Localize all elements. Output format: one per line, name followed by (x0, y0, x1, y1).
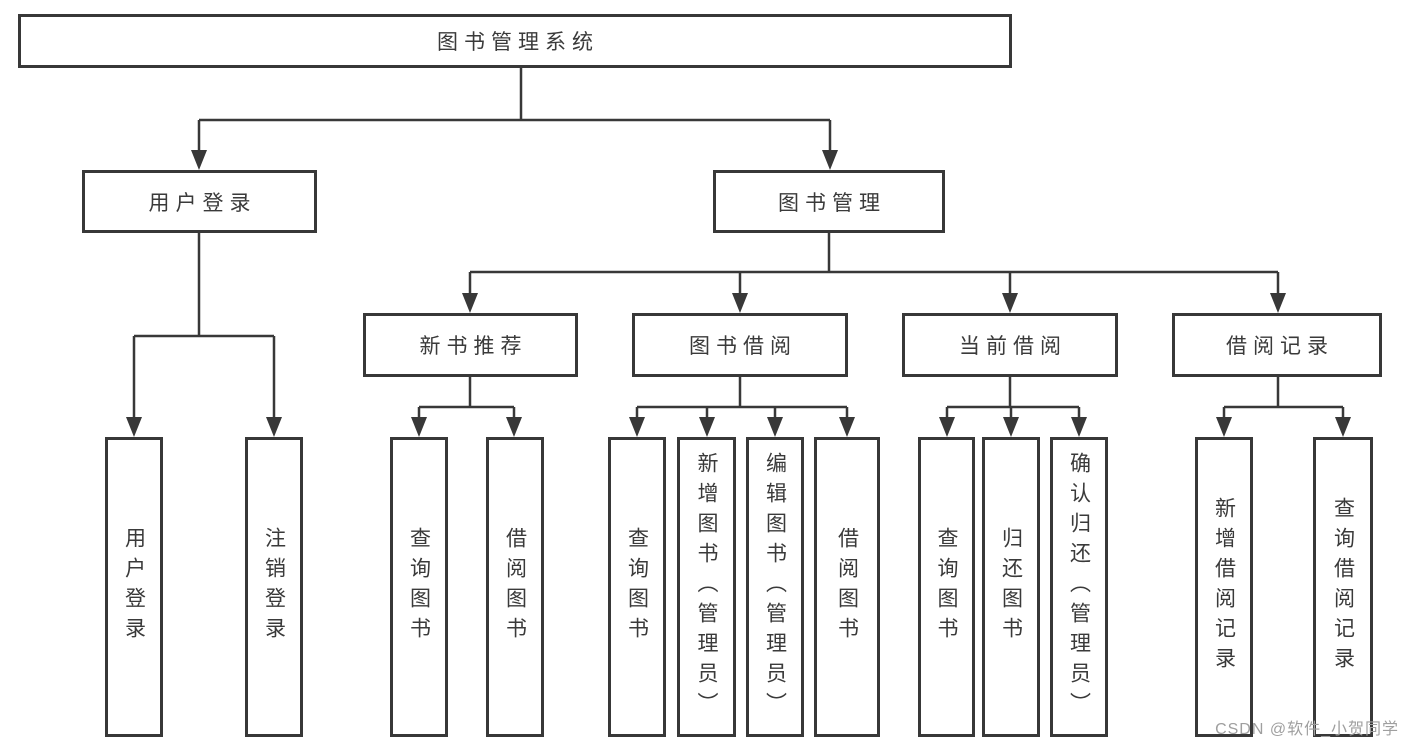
node-borrow-records: 借阅记录 (1172, 313, 1382, 377)
leaf-logout-label: 注销登录 (262, 527, 286, 647)
leaf-borrow-books: 借阅图书 (814, 437, 880, 737)
leaf-add-books-admin: 新增图书（管理员） (677, 437, 736, 737)
node-book-management: 图书管理 (713, 170, 945, 233)
node-current-borrow-label: 当前借阅 (959, 335, 1067, 358)
leaf-recommend-query-books: 查询图书 (390, 437, 448, 737)
node-borrow-records-label: 借阅记录 (1226, 335, 1334, 358)
leaf-add-borrow-record: 新增借阅记录 (1195, 437, 1253, 737)
node-current-borrow: 当前借阅 (902, 313, 1118, 377)
node-library-system-label: 图书管理系统 (437, 31, 599, 54)
node-new-book-recommend-label: 新书推荐 (419, 335, 528, 358)
leaf-recommend-borrow-books: 借阅图书 (486, 437, 544, 737)
leaf-return-books: 归还图书 (982, 437, 1040, 737)
leaf-recommend-borrow-books-label: 借阅图书 (503, 527, 527, 647)
leaf-current-query-books: 查询图书 (918, 437, 975, 737)
leaf-borrow-query-books-label: 查询图书 (625, 527, 649, 647)
node-library-system: 图书管理系统 (18, 14, 1012, 68)
leaf-confirm-return-admin-label: 确认归还（管理员） (1067, 452, 1091, 722)
leaf-query-borrow-record: 查询借阅记录 (1313, 437, 1373, 737)
leaf-current-query-books-label: 查询图书 (935, 527, 958, 647)
node-book-borrow-label: 图书借阅 (689, 335, 797, 358)
node-book-borrow: 图书借阅 (632, 313, 848, 377)
node-user-login-label: 用户登录 (148, 191, 257, 215)
leaf-return-books-label: 归还图书 (999, 527, 1023, 647)
leaf-user-login-label: 用户登录 (122, 527, 146, 647)
leaf-edit-books-admin-label: 编辑图书（管理员） (763, 452, 787, 722)
leaf-logout: 注销登录 (245, 437, 303, 737)
leaf-edit-books-admin: 编辑图书（管理员） (746, 437, 804, 737)
node-user-login: 用户登录 (82, 170, 317, 233)
leaf-user-login: 用户登录 (105, 437, 163, 737)
leaf-recommend-query-books-label: 查询图书 (407, 527, 431, 647)
leaf-borrow-books-label: 借阅图书 (835, 527, 859, 647)
leaf-add-books-admin-label: 新增图书（管理员） (695, 452, 718, 722)
csdn-watermark: CSDN @软件_小贺同学 (1215, 721, 1399, 738)
leaf-add-borrow-record-label: 新增借阅记录 (1212, 497, 1236, 677)
node-book-management-label: 图书管理 (778, 191, 886, 215)
node-new-book-recommend: 新书推荐 (363, 313, 578, 377)
leaf-confirm-return-admin: 确认归还（管理员） (1050, 437, 1108, 737)
leaf-query-borrow-record-label: 查询借阅记录 (1331, 497, 1355, 677)
leaf-borrow-query-books: 查询图书 (608, 437, 666, 737)
